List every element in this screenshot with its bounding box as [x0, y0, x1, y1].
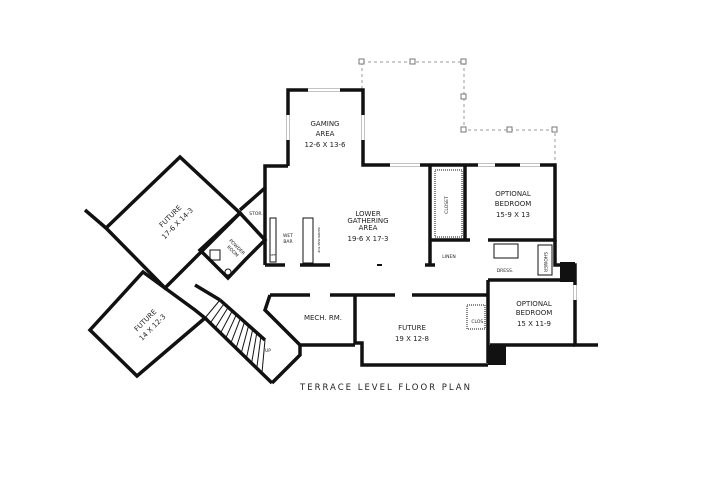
gathering-size: 19-6 X 17-3 — [347, 235, 388, 243]
gaming-size: 12-6 X 13-6 — [304, 141, 346, 149]
bedroom2-label: OPTIONAL — [516, 300, 552, 308]
plan-title: TERRACE LEVEL FLOOR PLAN — [299, 383, 472, 393]
bedroom1-label-2: BEDROOM — [495, 200, 532, 208]
stair-tread — [251, 332, 258, 364]
stair-tread — [235, 321, 246, 349]
stair-tread — [256, 336, 262, 369]
closet-label: CLOSET — [444, 196, 450, 214]
gaming-label-2: AREA — [316, 130, 335, 138]
stairs-up-label: UP — [265, 348, 271, 354]
refr-label: REF. — [270, 253, 276, 257]
stor-label: STOR. — [249, 211, 263, 217]
stair-tread — [245, 328, 254, 359]
bedroom1-label: OPTIONAL — [495, 190, 531, 198]
fixtures — [209, 169, 575, 365]
gathering-label: LOWER — [355, 210, 381, 218]
porch-outline — [358, 58, 558, 165]
stair-tread — [240, 325, 250, 354]
gathering-label-3: AREA — [359, 224, 378, 232]
stair-tread — [204, 299, 221, 319]
dress-label: DRESS. — [497, 268, 514, 274]
mech-label: MECH. RM. — [304, 314, 342, 322]
gathering-label-2: GATHERING — [347, 217, 388, 225]
future3-size: 19 X 12-8 — [395, 335, 429, 343]
clos-label: CLOS. — [471, 319, 484, 325]
gaming-label: GAMING — [311, 120, 340, 128]
walls — [83, 88, 598, 385]
stair-tread — [220, 310, 233, 334]
bedroom2-size: 15 X 11-9 — [517, 320, 551, 328]
future3-label: FUTURE — [398, 324, 426, 332]
stair-tread — [214, 307, 229, 329]
wetbar-label-2: BAR — [283, 239, 292, 245]
stair-tread — [261, 339, 266, 374]
linen-label: LINEN — [442, 254, 455, 260]
stair-treads — [204, 299, 266, 374]
bartop-label: RAISED BAR TOP — [317, 227, 321, 252]
bedroom1-size: 15-9 X 13 — [496, 211, 530, 219]
shower-label: SHOWER — [542, 252, 548, 272]
stair-tread — [209, 303, 225, 324]
stair-tread — [230, 318, 241, 344]
bedroom2-label-2: BEDROOM — [516, 309, 553, 317]
stair-tread — [225, 314, 237, 339]
windows — [128, 88, 577, 300]
wetbar-label: WET — [283, 233, 293, 239]
